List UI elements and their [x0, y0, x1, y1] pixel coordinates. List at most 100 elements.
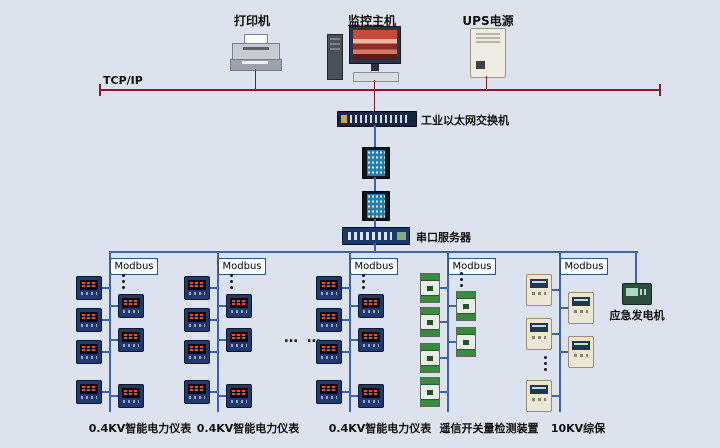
connector-stub	[218, 305, 226, 307]
ups-panel	[476, 61, 485, 69]
printer-slot	[243, 47, 269, 50]
column-label: 0.4KV智能电力仪表	[328, 422, 432, 435]
meter-part	[320, 280, 338, 290]
relay-part	[530, 385, 548, 394]
protection-relay-icon	[526, 274, 552, 306]
module-part	[421, 399, 439, 406]
converter-face	[367, 194, 385, 218]
server-ports	[348, 232, 392, 240]
power-meter-icon	[358, 328, 384, 352]
meter-part	[322, 386, 336, 388]
power-meter-icon	[358, 384, 384, 408]
converter-face	[367, 150, 385, 176]
meter-part	[80, 312, 98, 322]
switch-ports	[350, 115, 408, 123]
relay-part	[572, 297, 590, 306]
generator-screen	[626, 288, 638, 296]
meter-part	[322, 349, 336, 351]
relay-part	[530, 323, 548, 332]
meter-part	[322, 314, 336, 316]
meter-part	[188, 384, 206, 394]
meter-part	[81, 292, 97, 295]
meter-part	[122, 298, 140, 308]
media-converter-icon	[362, 191, 390, 221]
meter-part	[231, 400, 247, 403]
io-module-icon	[456, 291, 476, 321]
protection-relay-icon	[526, 318, 552, 350]
relay-part	[574, 343, 588, 345]
meter-part	[190, 386, 204, 388]
meter-part	[80, 344, 98, 354]
connector-stub	[440, 357, 448, 359]
meter-part	[362, 332, 380, 342]
meter-part	[363, 310, 379, 313]
connector-stub	[552, 395, 560, 397]
meter-part	[190, 317, 204, 319]
connector-stub	[448, 341, 456, 343]
monitor-stand	[371, 64, 379, 71]
module-part	[427, 320, 433, 325]
power-meter-icon	[316, 340, 342, 364]
meter-part	[123, 400, 139, 403]
meter-part	[231, 344, 247, 347]
ups-icon	[470, 28, 506, 78]
meter-part	[124, 300, 138, 302]
meter-part	[188, 344, 206, 354]
power-meter-icon	[316, 276, 342, 300]
power-meter-icon	[76, 308, 102, 332]
meter-part	[230, 388, 248, 398]
connector-line	[255, 69, 256, 90]
meter-part	[122, 388, 140, 398]
meter-part	[82, 386, 96, 388]
meter-part	[80, 384, 98, 394]
io-module-icon	[420, 377, 440, 407]
power-meter-icon	[316, 380, 342, 404]
ethernet-switch-icon	[337, 111, 417, 127]
continuation-ellipsis: … …	[284, 330, 323, 346]
meter-part	[189, 324, 205, 327]
meter-part	[363, 344, 379, 347]
monitor-label: 监控主机	[347, 14, 397, 28]
generator-controller-icon	[622, 283, 652, 305]
bus-endcap	[99, 84, 101, 96]
tcpip-label: TCP/IP	[103, 74, 143, 87]
connector-stub	[342, 391, 350, 393]
column-label: 0.4KV智能电力仪表	[88, 422, 192, 435]
power-meter-icon	[226, 294, 252, 318]
meter-part	[322, 389, 336, 391]
meter-part	[321, 292, 337, 295]
meter-part	[124, 303, 138, 305]
switch-indicator	[341, 115, 347, 123]
meter-part	[190, 282, 204, 284]
power-meter-icon	[358, 294, 384, 318]
power-meter-icon	[76, 340, 102, 364]
meter-part	[362, 388, 380, 398]
printer-body	[232, 43, 280, 61]
printer-output	[242, 61, 268, 64]
relay-part	[532, 387, 546, 389]
relay-part	[574, 310, 588, 313]
printer-label: 打印机	[233, 14, 271, 28]
ellipsis-dots	[544, 356, 547, 359]
meter-part	[82, 349, 96, 351]
pc-tower	[327, 34, 343, 80]
connector-stub	[210, 319, 218, 321]
meter-part	[122, 332, 140, 342]
protection-relay-icon	[568, 292, 594, 324]
meter-part	[320, 312, 338, 322]
meter-part	[190, 285, 204, 287]
server-block	[397, 232, 406, 240]
connector-stub	[102, 287, 110, 289]
connector-stub	[560, 351, 568, 353]
ups-vents	[476, 33, 500, 45]
module-part	[421, 378, 439, 385]
module-part	[463, 304, 469, 309]
connector-line	[374, 91, 375, 111]
bus-endcap	[659, 84, 661, 96]
connector-stub	[552, 333, 560, 335]
connector-stub	[210, 391, 218, 393]
connector-stub	[560, 307, 568, 309]
connector-stub	[350, 339, 358, 341]
modbus-bus-line	[447, 251, 449, 412]
power-meter-icon	[184, 276, 210, 300]
